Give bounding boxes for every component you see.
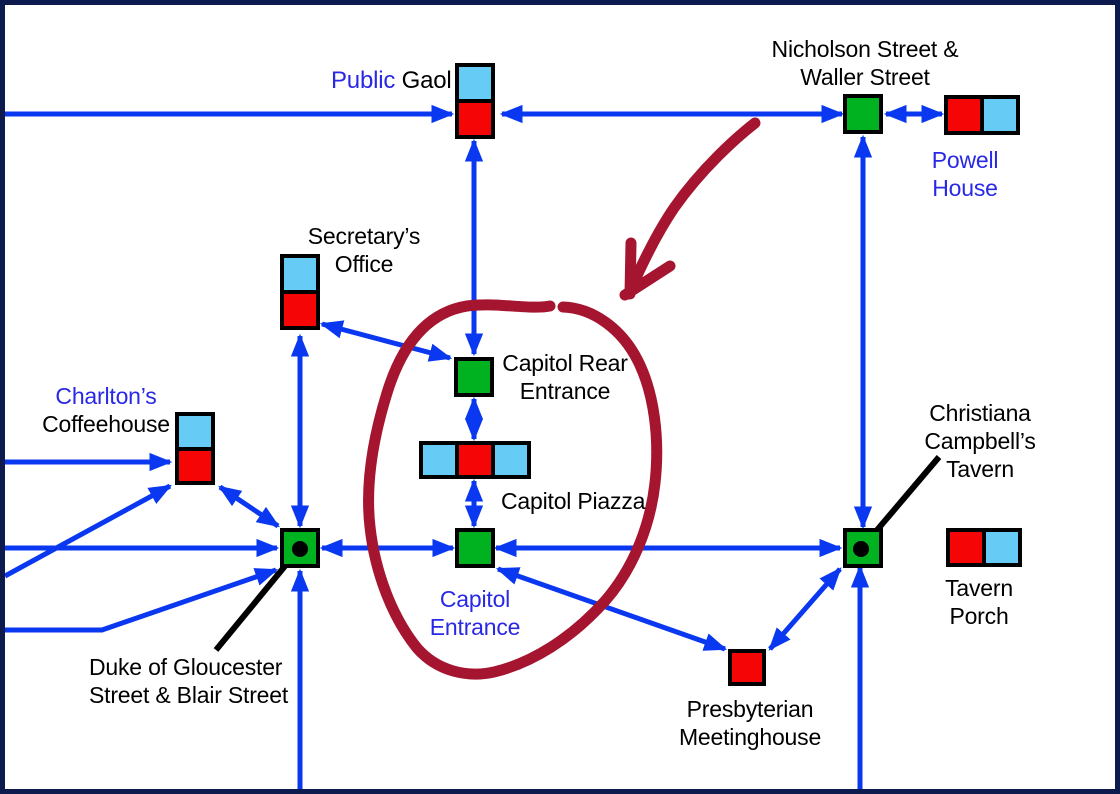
- powell-lightblue-square: [980, 95, 1020, 135]
- label-nicholson-line2: Waller Street: [800, 64, 930, 90]
- label-capitol-entrance-line2: Entrance: [429, 614, 521, 640]
- node-tavern-porch: [946, 528, 1022, 567]
- label-capitol-rear: Capitol Rear Entrance: [497, 349, 633, 405]
- christiana-center-dot: [853, 541, 869, 557]
- node-capitol-entrance: [455, 528, 495, 568]
- edge-left-bent-to-duke: [5, 567, 279, 633]
- node-duke-intersection: [280, 528, 320, 568]
- piazza-red-square: [455, 441, 495, 479]
- edge-capitol-entrance-presbyterian: [495, 566, 728, 652]
- node-secretary-office: [280, 254, 320, 330]
- label-secretary-line2: Office: [334, 251, 394, 277]
- label-presbyterian: Presbyterian Meetinghouse: [655, 695, 845, 751]
- label-capitol-rear-line1: Capitol Rear: [502, 350, 628, 376]
- presbyterian-red-square: [728, 649, 766, 686]
- secretary-red-square: [280, 290, 320, 330]
- label-capitol-entrance: Capitol Entrance: [405, 585, 545, 641]
- label-presbyterian-line1: Presbyterian: [686, 696, 814, 722]
- duke-center-dot: [292, 541, 308, 557]
- label-christiana-line2: Campbell’s: [924, 428, 1036, 454]
- edge-left-diag-to-charltons: [5, 483, 173, 579]
- node-powell-house: [944, 95, 1020, 135]
- label-capitol-rear-line2: Entrance: [519, 378, 611, 404]
- node-capitol-piazza: [419, 441, 531, 479]
- tavern-porch-lightblue-square: [982, 528, 1022, 567]
- tavern-porch-red-square: [946, 528, 986, 567]
- hand-drawn-arrow-shaft: [625, 117, 761, 295]
- capitol-rear-green-square: [454, 357, 494, 397]
- node-presbyterian-meetinghouse: [728, 649, 766, 686]
- edge-presbyterian-christiana: [768, 567, 842, 651]
- label-christiana: Christiana Campbell’s Tavern: [898, 399, 1062, 483]
- charltons-red-square: [175, 447, 215, 485]
- label-public-gaol-black: Gaol: [401, 67, 452, 94]
- powell-red-square: [944, 95, 984, 135]
- secretary-lightblue-square: [280, 254, 320, 294]
- node-christiana-campbells: [843, 528, 883, 568]
- label-nicholson: Nicholson Street & Waller Street: [743, 35, 987, 91]
- node-capitol-rear-entrance: [454, 357, 494, 397]
- edge-secretary-capitol-rear: [319, 320, 453, 362]
- label-presbyterian-line2: Meetinghouse: [678, 724, 822, 750]
- piazza-lightblue-square-right: [491, 441, 531, 479]
- nicholson-green-square: [843, 94, 883, 134]
- label-duke-line2: Street & Blair Street: [89, 682, 289, 708]
- diagram-graphics-layer: [5, 63, 1022, 789]
- label-nicholson-line1: Nicholson Street &: [771, 36, 959, 62]
- piazza-lightblue-square-left: [419, 441, 459, 479]
- label-charltons-line2: Coffeehouse: [42, 411, 170, 437]
- label-christiana-line3: Tavern: [946, 456, 1014, 482]
- label-powell-line1: Powell: [931, 147, 999, 173]
- label-tavern-porch: Tavern Porch: [917, 574, 1041, 630]
- node-nicholson: [843, 94, 883, 134]
- public-gaol-lightblue-square: [455, 63, 495, 103]
- label-duke: Duke of Gloucester Street & Blair Street: [89, 653, 288, 709]
- label-tavern-porch-line1: Tavern: [945, 575, 1013, 601]
- label-secretary-office: Secretary’s Office: [293, 222, 435, 278]
- node-charltons-coffeehouse: [175, 412, 215, 485]
- label-duke-line1: Duke of Gloucester: [89, 654, 283, 680]
- hand-drawn-circle-annotation: [363, 299, 663, 680]
- label-capitol-entrance-line1: Capitol: [439, 586, 511, 612]
- label-capitol-piazza: Capitol Piazza: [501, 488, 646, 514]
- christiana-green-square: [843, 528, 883, 568]
- label-charltons: Charlton’s Coffeehouse: [23, 382, 189, 438]
- label-powell-line2: House: [932, 175, 998, 201]
- label-public-gaol: Public Gaol: [331, 67, 452, 95]
- label-tavern-porch-line2: Porch: [949, 603, 1009, 629]
- node-public-gaol: [455, 63, 495, 139]
- label-secretary-line1: Secretary’s: [307, 223, 421, 249]
- label-christiana-line1: Christiana: [929, 400, 1031, 426]
- label-public-gaol-blue: Public: [331, 67, 396, 94]
- label-charltons-line1: Charlton’s: [55, 383, 157, 409]
- hand-drawn-arrow-head: [619, 237, 676, 301]
- edge-charltons-duke: [218, 484, 280, 529]
- label-powell-house: Powell House: [905, 146, 1025, 202]
- capitol-entrance-green-square: [455, 528, 495, 568]
- public-gaol-red-square: [455, 99, 495, 139]
